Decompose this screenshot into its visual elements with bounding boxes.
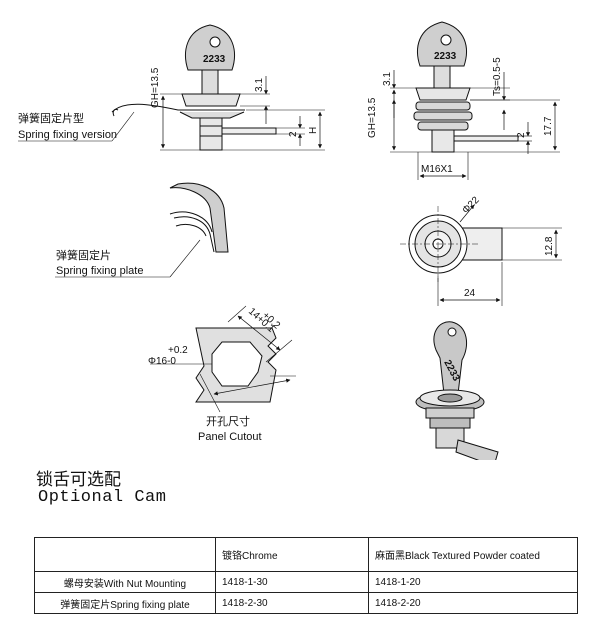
dim-3-1-left: 3.1 [254, 78, 265, 92]
table-cell: 1418-1-20 [368, 571, 578, 593]
dim-h-left: H [308, 127, 319, 134]
label-spring-version-cn: 弹簧固定片型 [18, 111, 84, 125]
table-cell: 1418-2-20 [368, 592, 578, 614]
dim-ts-right: Ts=0.5-5 [492, 57, 503, 96]
lock-side-view-left [18, 24, 325, 151]
technical-drawing: 2233 GH=13.5 3.1 2 H 弹簧固定片型 Spring fixin… [18, 21, 562, 460]
table-row: 弹簧固定片Spring fixing plate 1418-2-30 1418-… [34, 592, 578, 614]
dim-2-right: 2 [516, 132, 527, 138]
optional-cam-caption-en: Optional Cam [38, 488, 167, 507]
label-spring-plate-en: Spring fixing plate [56, 265, 143, 277]
table-header-cell: 镀铬Chrome [215, 537, 369, 572]
model-spec-table: 镀铬Chrome 麻面黑Black Textured Powder coated… [34, 537, 578, 614]
table-cell: 1418-2-30 [215, 592, 369, 614]
dim-24: 24 [464, 288, 476, 299]
table-cell: 弹簧固定片Spring fixing plate [34, 592, 216, 614]
key-number-right: 2233 [434, 51, 457, 62]
dim-dia-22: Φ22 [460, 195, 482, 217]
dim-3-1-right: 3.1 [382, 72, 393, 86]
lock-3d-view [415, 321, 499, 460]
dim-gh-right: GH=13.5 [367, 97, 378, 138]
table-header-cell: 麻面黑Black Textured Powder coated [368, 537, 578, 572]
dim-17-7-right: 17.7 [543, 116, 554, 136]
lock-side-view-right [390, 21, 560, 180]
label-cutout-en: Panel Cutout [198, 431, 262, 443]
table-cell: 螺母安装With Nut Mounting [34, 571, 216, 593]
table-header-cell [34, 537, 216, 572]
label-cutout-cn: 开孔尺寸 [206, 414, 250, 428]
dim-gh-left: GH=13.5 [150, 67, 161, 108]
key-number-left: 2233 [203, 54, 226, 65]
table-header-row: 镀铬Chrome 麻面黑Black Textured Powder coated [34, 537, 578, 572]
label-spring-version-en: Spring fixing version [18, 129, 117, 141]
dim-thread: M16X1 [421, 164, 453, 175]
dim-12-8: 12.8 [544, 236, 555, 256]
dim-cut-c: +0.2 [168, 345, 188, 356]
lock-front-view [400, 204, 562, 306]
panel-cutout-drawing [150, 305, 296, 413]
spring-fixing-plate-drawing [55, 182, 229, 278]
table-cell: 1418-1-30 [215, 571, 369, 593]
table-row: 螺母安装With Nut Mounting 1418-1-30 1418-1-2… [34, 571, 578, 593]
label-spring-plate-cn: 弹簧固定片 [56, 248, 111, 262]
dim-cut-d: Φ16-0 [148, 356, 176, 367]
dim-2-left: 2 [288, 131, 299, 137]
optional-cam-caption-cn: 锁舌可选配 [36, 470, 121, 490]
